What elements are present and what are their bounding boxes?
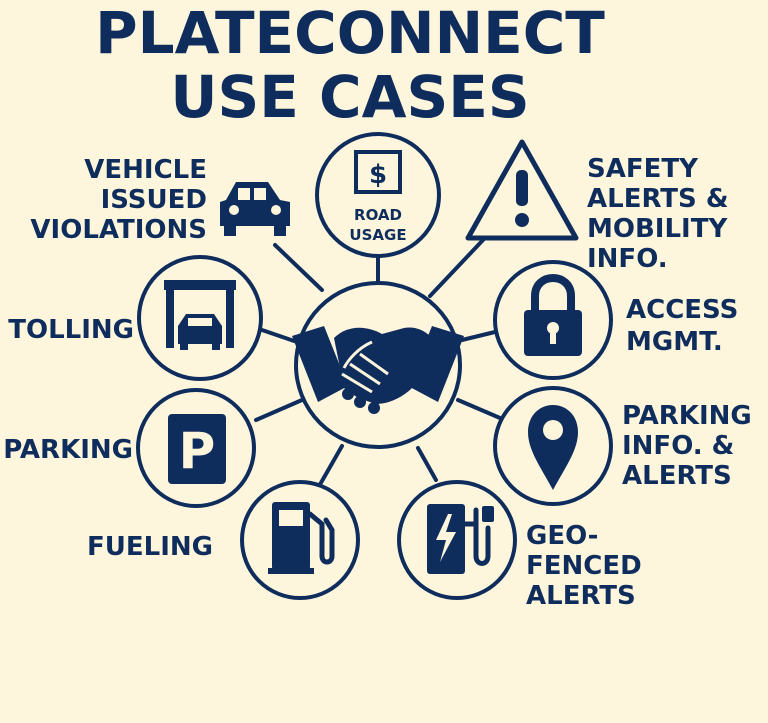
node-road-usage-circle bbox=[315, 132, 441, 258]
node-parking: P PARKING bbox=[3, 388, 256, 508]
violations-label-2: ISSUED bbox=[101, 185, 207, 215]
handshake-icon bbox=[292, 326, 464, 414]
geofenced-label-3: ALERTS bbox=[526, 581, 636, 611]
connector-tolling bbox=[260, 328, 302, 345]
connector-safety-alerts bbox=[428, 238, 485, 298]
connector-access-mgmt bbox=[460, 330, 497, 342]
connector-parking-info bbox=[456, 398, 502, 420]
warning-exclamation-dot bbox=[515, 213, 529, 227]
node-tolling: TOLLING bbox=[8, 255, 263, 381]
geofenced-label-2: FENCED bbox=[526, 551, 642, 581]
toll-booth-icon bbox=[164, 280, 236, 350]
title-line-1: PLATECONNECT bbox=[95, 0, 605, 67]
connector-parking bbox=[254, 398, 304, 422]
tolling-label: TOLLING bbox=[8, 315, 134, 345]
node-parking-info: PARKING INFO. & ALERTS bbox=[493, 386, 752, 506]
connector-fueling bbox=[316, 444, 344, 490]
fueling-label: FUELING bbox=[87, 532, 213, 562]
parking-sign-icon: P bbox=[168, 414, 226, 484]
access-label-2: MGMT. bbox=[626, 327, 723, 357]
svg-text:$: $ bbox=[369, 160, 387, 190]
connectors bbox=[254, 238, 502, 490]
title-line-2: USE CASES bbox=[170, 63, 530, 131]
ev-charger-icon bbox=[427, 504, 494, 574]
location-pin-icon bbox=[528, 405, 578, 490]
safety-label-2: ALERTS & bbox=[587, 184, 729, 214]
parking-info-label-2: INFO. & bbox=[622, 431, 734, 461]
node-safety-alerts: SAFETY ALERTS & MOBILITY INFO. bbox=[465, 139, 729, 274]
node-fueling: FUELING bbox=[87, 480, 360, 600]
safety-label-4: INFO. bbox=[587, 244, 668, 274]
safety-label-1: SAFETY bbox=[587, 154, 699, 184]
road-usage-label-2: USAGE bbox=[349, 226, 406, 244]
violations-label-1: VEHICLE bbox=[84, 155, 207, 185]
connector-geofenced bbox=[416, 446, 438, 482]
parking-info-label-3: ALERTS bbox=[622, 461, 732, 491]
warning-exclamation-bar bbox=[516, 170, 528, 206]
fuel-pump-icon bbox=[268, 502, 335, 574]
geofenced-label-1: GEO- bbox=[526, 521, 598, 551]
dollar-sign-icon: $ bbox=[354, 150, 402, 194]
node-vehicle-violations: VEHICLE ISSUED VIOLATIONS bbox=[30, 155, 290, 245]
car-icon bbox=[220, 182, 290, 236]
road-usage-label-1: ROAD bbox=[354, 206, 402, 224]
node-geofenced-alerts: GEO- FENCED ALERTS bbox=[397, 480, 642, 611]
violations-label-3: VIOLATIONS bbox=[30, 215, 207, 245]
padlock-icon bbox=[524, 274, 582, 356]
svg-text:P: P bbox=[179, 422, 216, 480]
node-road-usage: $ ROAD USAGE bbox=[315, 132, 441, 258]
hub bbox=[292, 281, 464, 449]
parking-label: PARKING bbox=[3, 435, 133, 465]
access-label-1: ACCESS bbox=[626, 295, 738, 325]
connector-vehicle-violations bbox=[273, 243, 324, 292]
node-access-mgmt: ACCESS MGMT. bbox=[493, 260, 738, 380]
parking-info-label-1: PARKING bbox=[622, 401, 752, 431]
safety-label-3: MOBILITY bbox=[587, 214, 728, 244]
